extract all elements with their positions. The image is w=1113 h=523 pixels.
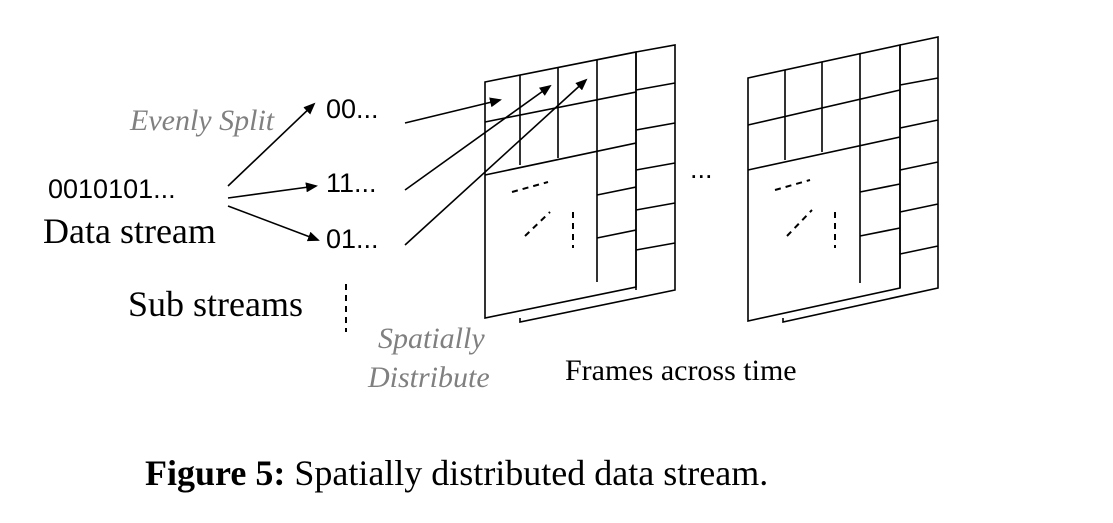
frames-ellipsis: ... bbox=[690, 154, 713, 184]
data-stream-label: Data stream bbox=[43, 211, 216, 251]
frame-1-grid bbox=[484, 60, 637, 282]
split-arrow-2 bbox=[227, 205, 320, 242]
frame-2-front bbox=[747, 44, 901, 322]
frame-2-dash-a bbox=[774, 179, 811, 191]
frames-across-time-label: Frames across time bbox=[565, 354, 797, 387]
input-bits: 0010101... bbox=[48, 174, 176, 204]
frame-group-2 bbox=[747, 36, 939, 323]
evenly-split-label: Evenly Split bbox=[129, 104, 275, 137]
split-arrow-1 bbox=[227, 182, 318, 199]
frame-1-dash-b bbox=[524, 211, 551, 237]
caption-text: Spatially distributed data stream. bbox=[285, 453, 768, 493]
distribute-arrow-0 bbox=[404, 97, 502, 124]
frame-2-dash-b bbox=[786, 209, 813, 237]
frame-1-front bbox=[484, 51, 637, 319]
split-arrow-0 bbox=[227, 102, 316, 187]
frame-2-grid bbox=[747, 54, 901, 283]
substream-0: 00... bbox=[326, 94, 379, 124]
substream-1: 11... bbox=[326, 168, 377, 198]
frame-1-dash-a bbox=[511, 181, 549, 193]
substream-2: 01... bbox=[326, 224, 379, 254]
distribute-arrow-2 bbox=[404, 78, 588, 246]
substreams-label: Sub streams bbox=[128, 284, 303, 324]
figure-caption: Figure 5: Spatially distributed data str… bbox=[145, 453, 768, 493]
frame-group-1 bbox=[484, 44, 676, 323]
caption-prefix: Figure 5: bbox=[145, 453, 285, 493]
spatially-label: Spatially bbox=[378, 322, 485, 355]
distribute-arrow-1 bbox=[404, 84, 552, 191]
distribute-label: Distribute bbox=[367, 361, 490, 394]
